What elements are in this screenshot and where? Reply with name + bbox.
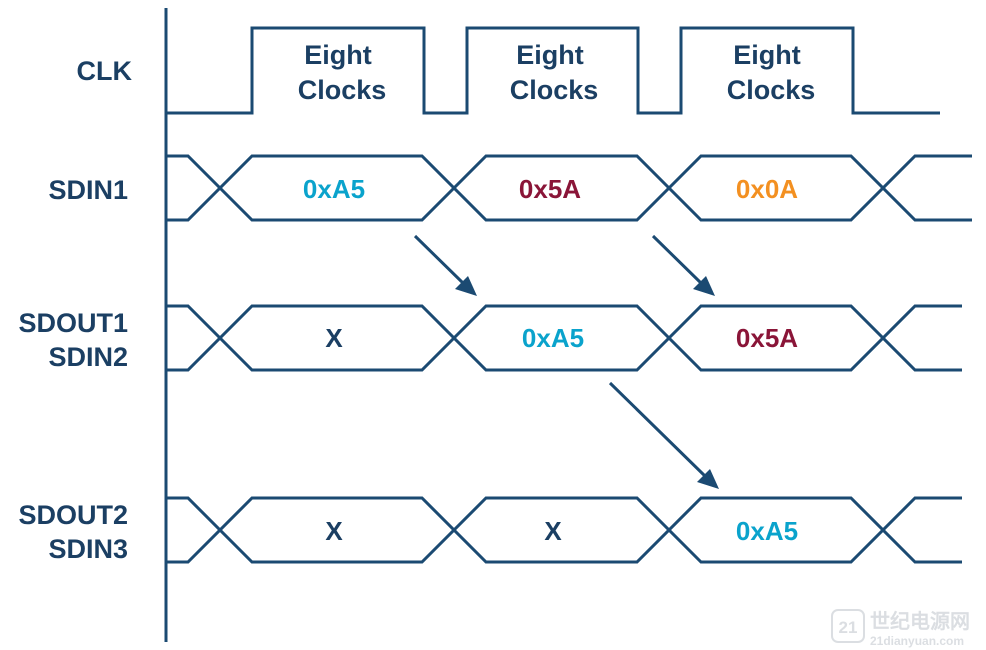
clk-pulse-1-line1: Eight [304,40,372,70]
watermark-logo-text: 21 [839,618,858,637]
watermark: 21 世纪电源网 21dianyuan.com [831,609,970,648]
clk-pulse-3-line2: Clocks [727,75,816,105]
watermark-cn: 世纪电源网 [870,609,970,633]
shift-arrow-1 [413,234,477,296]
label-sdout1: SDOUT1 [18,308,128,338]
clk-pulse-2-line1: Eight [516,40,584,70]
clk-pulse-3-line1: Eight [733,40,801,70]
label-sdin1: SDIN1 [48,175,128,205]
clk-waveform [166,26,940,115]
watermark-url: 21dianyuan.com [870,634,964,648]
sdout1-value-3: 0x5A [736,323,798,353]
shift-arrow-2 [651,234,715,296]
sdout2-value-3: 0xA5 [736,516,798,546]
sdin1-bottom-line [166,154,972,222]
label-clk: CLK [77,56,133,86]
label-sdin3: SDIN3 [48,534,128,564]
sdout1-bottom-line [166,304,962,372]
label-sdout2: SDOUT2 [18,500,128,530]
sdin1-value-1: 0xA5 [303,174,365,204]
watermark-logo [831,609,865,643]
sdin1-value-3: 0x0A [736,174,798,204]
shift-arrow-3 [608,381,719,489]
sdout1-value-1: X [325,323,343,353]
clk-pulse-2-line2: Clocks [510,75,599,105]
sdin1-value-2: 0x5A [519,174,581,204]
sdout2-value-1: X [325,516,343,546]
sdout1-value-2: 0xA5 [522,323,584,353]
clk-pulse-1-line2: Clocks [298,75,387,105]
sdout2-top-line [166,496,962,564]
label-sdin2: SDIN2 [48,342,128,372]
sdout2-bottom-line [166,496,962,564]
sdout2-value-2: X [544,516,562,546]
